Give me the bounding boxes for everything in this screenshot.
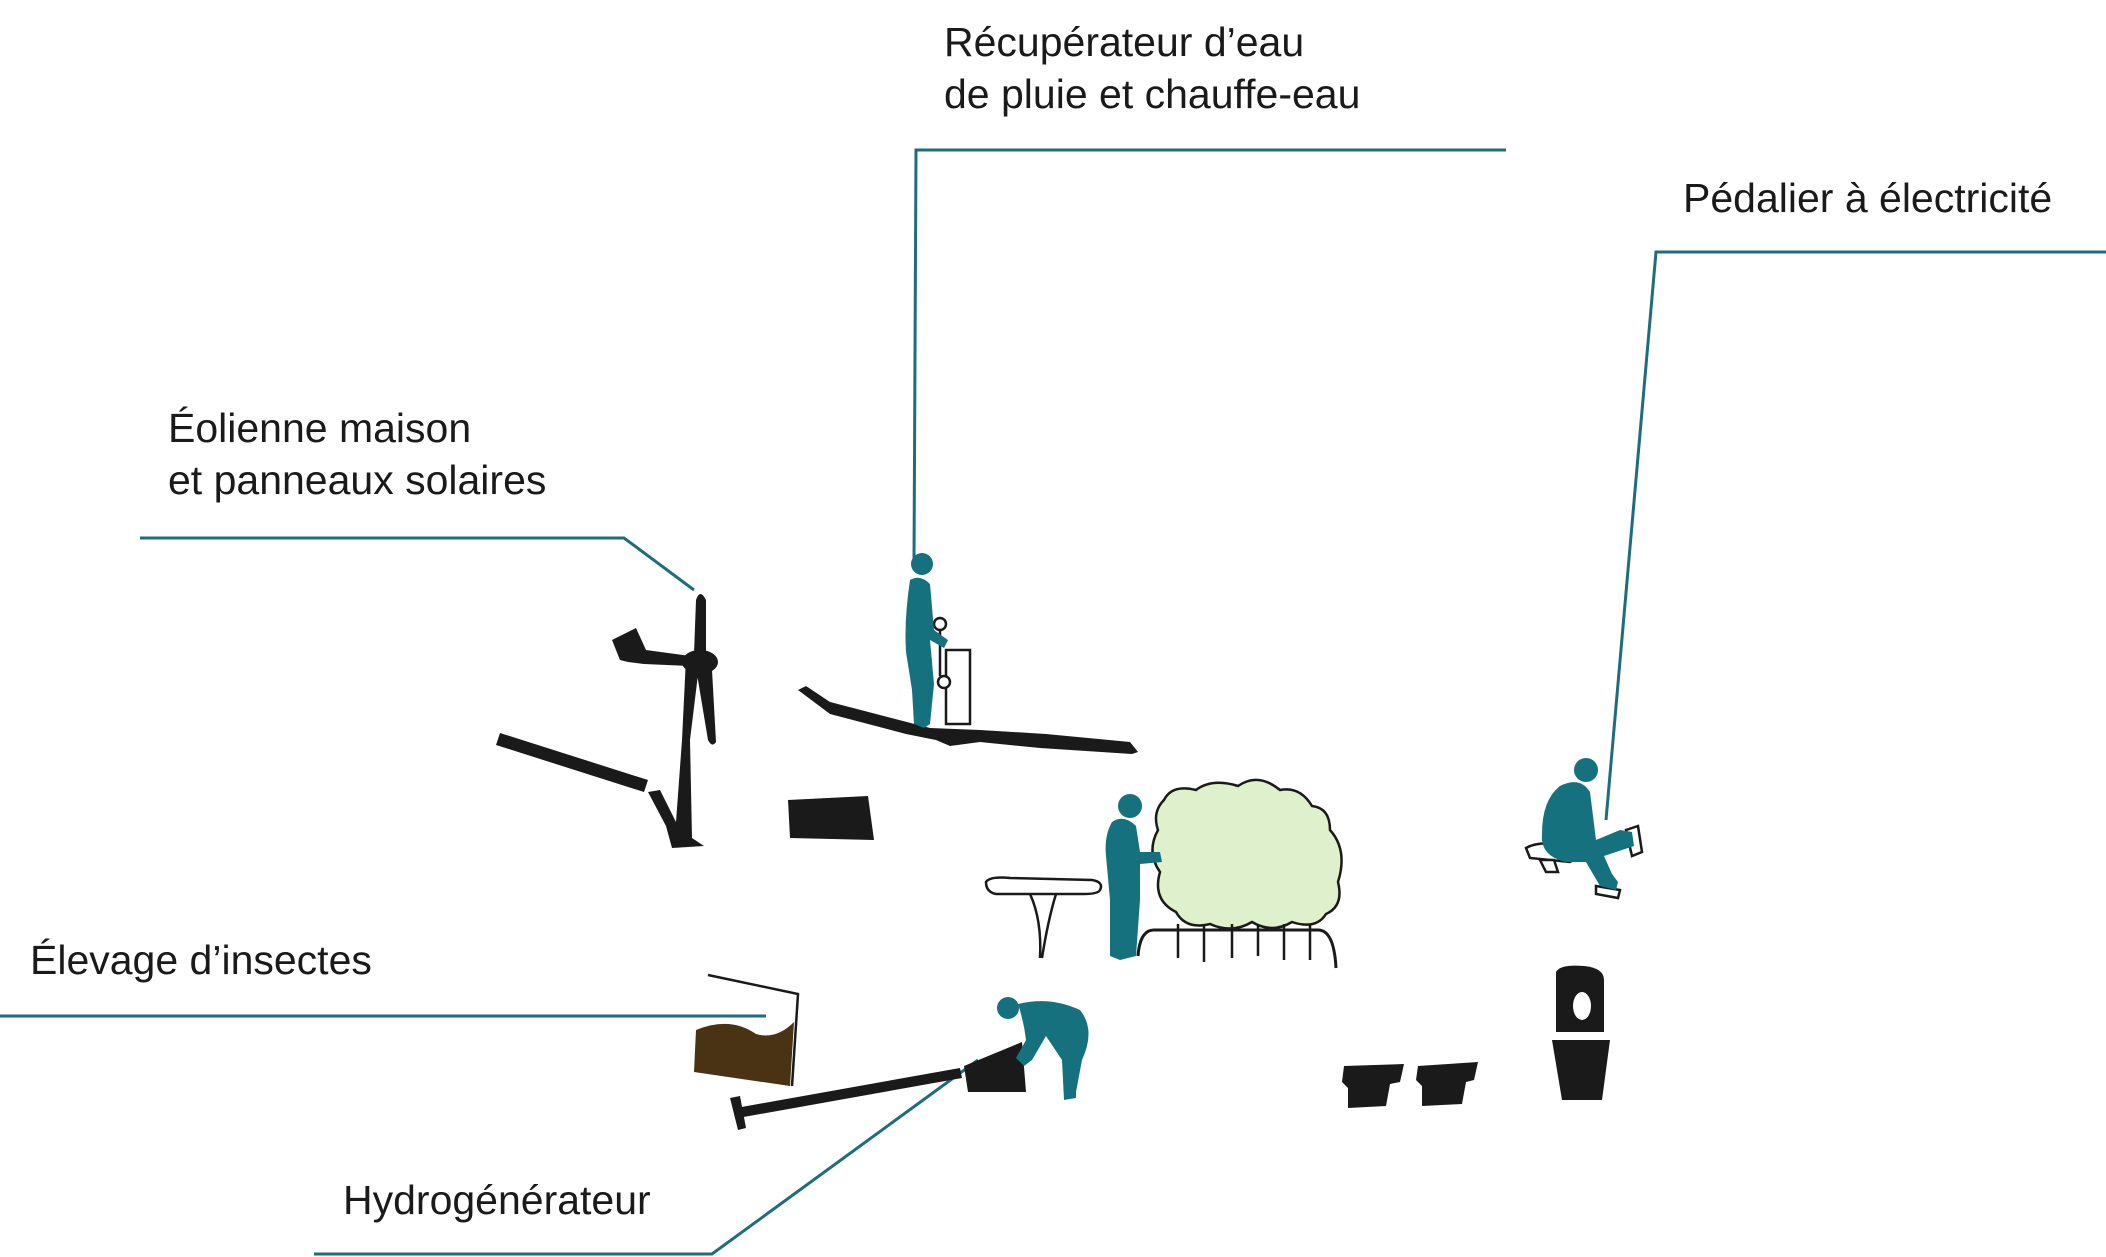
person-icon bbox=[1105, 794, 1162, 960]
label-hydro: Hydrogénérateur bbox=[343, 1174, 651, 1226]
person-body bbox=[1016, 1001, 1089, 1100]
hydrogenerator-icon bbox=[730, 1042, 1026, 1130]
hydro-body bbox=[964, 1042, 1026, 1092]
pump-knob bbox=[932, 616, 948, 632]
person-head bbox=[1574, 758, 1598, 782]
label-hydro-line1: Hydrogénérateur bbox=[343, 1177, 651, 1223]
turbine-tower bbox=[648, 658, 704, 848]
insect-farm-icon bbox=[694, 973, 800, 1087]
leader-line-hydro bbox=[314, 1058, 979, 1256]
label-eolienne-line2: et panneaux solaires bbox=[168, 457, 547, 503]
turbine-hub bbox=[682, 650, 718, 674]
stool-right bbox=[1416, 1062, 1478, 1106]
turbine-blade-up bbox=[694, 594, 706, 656]
label-pedalier-line1: Pédalier à électricité bbox=[1683, 175, 2053, 221]
tree-fence-posts bbox=[1176, 924, 1312, 962]
label-eolienne-line1: Éolienne maison bbox=[168, 405, 472, 451]
insect-soil bbox=[694, 1022, 794, 1086]
toilet-seat-hole bbox=[1573, 992, 1591, 1020]
turbine-tail bbox=[612, 628, 690, 666]
label-elevage: Élevage d’insectes bbox=[30, 934, 372, 986]
rain-roof bbox=[798, 686, 1138, 754]
rain-collector-icon bbox=[798, 616, 1138, 754]
label-recuperateur-line1: Récupérateur d’eau bbox=[944, 19, 1305, 65]
solar-panel bbox=[788, 796, 874, 840]
turbine-blade-down bbox=[696, 668, 716, 745]
person-head bbox=[997, 997, 1019, 1019]
leader-lines bbox=[0, 148, 2106, 1256]
person-body bbox=[1105, 818, 1162, 960]
table-icon bbox=[984, 876, 1103, 959]
label-eolienne: Éolienne maison et panneaux solaires bbox=[168, 402, 546, 506]
person-body bbox=[1541, 782, 1634, 890]
label-recuperateur: Récupérateur d’eau de pluie et chauffe-e… bbox=[944, 16, 1360, 120]
tree-foliage bbox=[1151, 778, 1343, 930]
leader-line-eolienne bbox=[140, 536, 695, 592]
label-elevage-line1: Élevage d’insectes bbox=[30, 937, 372, 983]
stool-icon bbox=[1342, 1062, 1478, 1108]
hydro-propeller bbox=[730, 1096, 746, 1130]
roof-slab bbox=[496, 733, 648, 792]
wind-turbine-icon bbox=[496, 594, 718, 848]
leader-line-pedalier bbox=[1604, 250, 2106, 821]
label-pedalier: Pédalier à électricité bbox=[1683, 172, 2052, 224]
tree-fence bbox=[1136, 928, 1338, 969]
leader-line-recuperateur bbox=[912, 148, 1506, 563]
person-icon bbox=[1541, 758, 1634, 890]
person-icon bbox=[905, 553, 948, 728]
person-icon bbox=[997, 997, 1089, 1100]
table-leg bbox=[1028, 893, 1058, 959]
insect-box-frame bbox=[707, 973, 800, 1087]
solar-panel-icon bbox=[788, 796, 874, 840]
toilet-icon bbox=[1552, 965, 1610, 1100]
water-tank bbox=[944, 648, 972, 726]
person-head bbox=[1118, 794, 1142, 818]
pump-base bbox=[936, 674, 952, 690]
table-top bbox=[984, 876, 1103, 896]
person-body bbox=[905, 577, 948, 728]
tree-icon bbox=[1136, 778, 1343, 969]
pedal-stand bbox=[1537, 858, 1560, 874]
hydro-shaft bbox=[736, 1068, 962, 1118]
stool-left bbox=[1342, 1064, 1404, 1108]
person-head bbox=[911, 553, 933, 575]
toilet-base bbox=[1552, 1040, 1610, 1100]
label-recuperateur-line2: de pluie et chauffe-eau bbox=[944, 71, 1361, 117]
